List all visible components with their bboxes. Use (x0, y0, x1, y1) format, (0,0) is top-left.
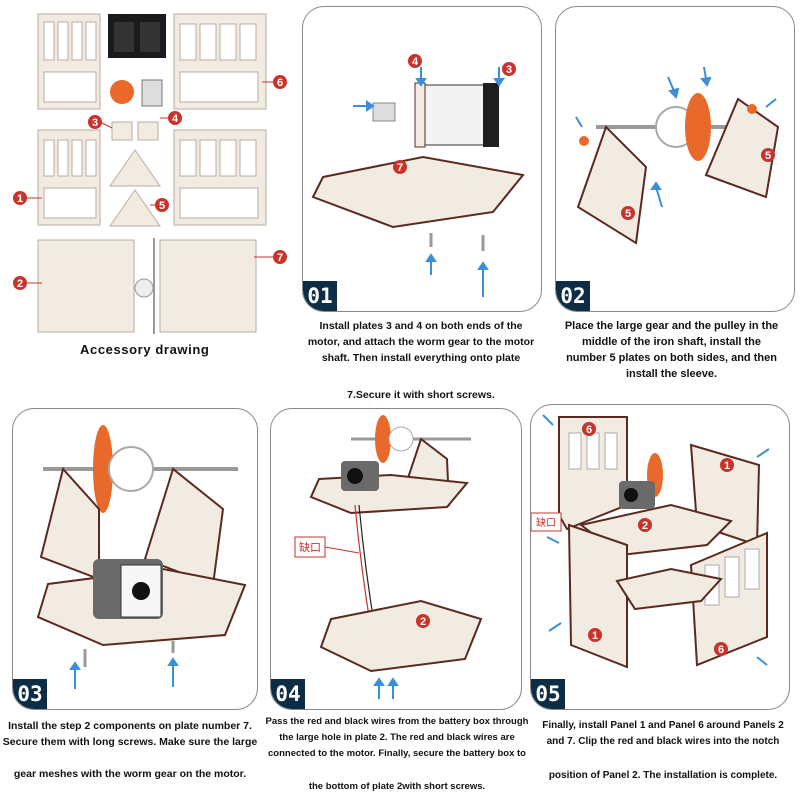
step-02-marker-5a (761, 148, 775, 162)
step-05-illustration: 缺口 6 1 2 1 6 (531, 414, 770, 669)
caption-line: motor, and attach the worm gear to the m… (307, 336, 535, 348)
step-05-panel: 缺口 6 1 2 1 6 05 (530, 404, 790, 710)
step-04-panel: 缺口 2 04 (270, 408, 522, 710)
caption-line: the large hole in plate 2. The red and b… (279, 732, 515, 743)
step-05-marker-6b (714, 642, 728, 656)
step-03-caption: Install the step 2 components on plate n… (0, 718, 260, 782)
step-04-marker-2 (416, 614, 430, 628)
step-05-marker-1b (588, 628, 602, 642)
step-01-badge: 01 (303, 281, 337, 311)
step-04-notch-label: 缺口 (299, 540, 321, 554)
step-03-panel: 03 (12, 408, 258, 710)
step-02-caption: Place the large gear and the pulley in t… (543, 318, 800, 382)
caption-line: and 7. Clip the red and black wires into… (546, 736, 780, 747)
step-02-illustration: 5 5 (575, 66, 780, 245)
caption-line: Finally, install Panel 1 and Panel 6 aro… (542, 720, 784, 731)
step-02-number-5b: 5 (625, 208, 631, 220)
accessory-drawing: 6 3 4 1 5 2 7 Accessory drawing (0, 0, 300, 370)
caption-line: Secure them with long screws. Make sure … (2, 736, 258, 748)
step-01-illustration: 4 3 7 (311, 54, 525, 297)
accessory-title: Accessory drawing (80, 342, 210, 357)
part-number-7: 7 (277, 252, 283, 264)
step-05-notch-label: 缺口 (536, 516, 556, 529)
part-number-2: 2 (17, 278, 23, 290)
step-05-caption: Finally, install Panel 1 and Panel 6 aro… (526, 718, 800, 784)
step-05-number-2: 2 (642, 520, 648, 532)
step-05-marker-1a (720, 458, 734, 472)
caption-line: Pass the red and black wires from the ba… (265, 716, 529, 727)
part-number-5: 5 (159, 200, 165, 212)
part-marker-6 (273, 75, 287, 89)
step-01-number-4: 4 (412, 56, 419, 68)
caption-line: Install plates 3 and 4 on both ends of t… (319, 320, 523, 332)
step-03-illustration (36, 425, 247, 689)
step-05-marker-6a (582, 422, 596, 436)
step-01-marker-4 (408, 54, 422, 68)
caption-line: Place the large gear and the pulley in t… (564, 320, 779, 332)
step-01-number-7: 7 (397, 162, 403, 174)
step-04-illustration: 缺口 2 (294, 415, 483, 699)
caption-line: middle of the iron shaft, install the (581, 336, 762, 348)
part-marker-5 (155, 198, 169, 212)
part-marker-1 (13, 191, 27, 205)
step-05-number-6b: 6 (718, 644, 724, 656)
step-01-caption: Install plates 3 and 4 on both ends of t… (302, 318, 540, 403)
caption-line: gear meshes with the worm gear on the mo… (13, 768, 247, 780)
caption-line: shaft. Then install everything onto plat… (321, 352, 521, 364)
step-01-marker-3 (502, 62, 516, 76)
step-02-number-5a: 5 (765, 150, 771, 162)
part-marker-3 (88, 115, 102, 129)
caption-line: the bottom of plate 2with short screws. (308, 781, 486, 792)
part-marker-4 (168, 111, 182, 125)
part-number-4: 4 (172, 113, 179, 125)
step-02-marker-5b (621, 206, 635, 220)
caption-line: install the sleeve. (625, 368, 718, 380)
accessory-parts-illustration: 6 3 4 1 5 2 7 (13, 13, 287, 334)
step-02-badge: 02 (556, 281, 590, 311)
caption-line: 7.Secure it with short screws. (347, 389, 495, 401)
caption-line: number 5 plates on both sides, and then (566, 352, 777, 364)
step-04-caption: Pass the red and black wires from the ba… (256, 714, 538, 795)
step-01-number-3: 3 (506, 64, 512, 76)
caption-line: position of Panel 2. The installation is… (548, 770, 778, 781)
step-05-marker-2 (638, 518, 652, 532)
part-marker-7 (273, 250, 287, 264)
step-04-badge: 04 (271, 679, 305, 709)
step-01-marker-7 (393, 160, 407, 174)
step-03-badge: 03 (13, 679, 47, 709)
caption-line: connected to the motor. Finally, secure … (268, 748, 526, 759)
step-05-number-1a: 1 (724, 460, 730, 472)
step-04-number-2: 2 (420, 616, 426, 628)
step-05-number-1b: 1 (592, 630, 598, 642)
step-05-number-6a: 6 (586, 424, 592, 436)
part-number-1: 1 (17, 193, 23, 205)
part-marker-2 (13, 276, 27, 290)
step-02-panel: 5 5 02 (555, 6, 795, 312)
part-number-3: 3 (92, 117, 98, 129)
step-05-badge: 05 (531, 679, 565, 709)
part-number-6: 6 (277, 77, 283, 89)
step-01-panel: 4 3 7 01 (302, 6, 542, 312)
caption-line: Install the step 2 components on plate n… (8, 720, 252, 732)
